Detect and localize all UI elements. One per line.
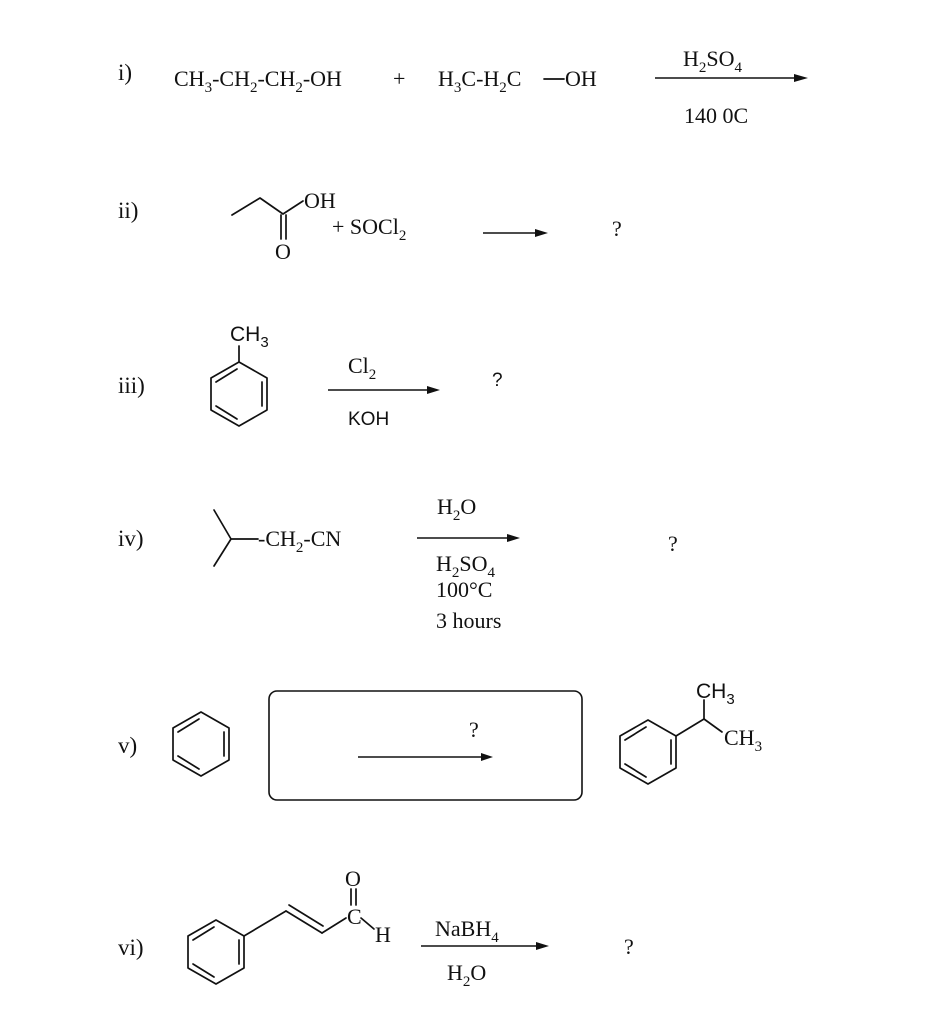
reaction-label: i) (118, 60, 132, 85)
reaction-label: iii) (118, 373, 145, 398)
alkene-double-bond-a (285, 910, 323, 934)
arrow-head (536, 942, 549, 950)
plus-sign: + (393, 66, 405, 91)
ring-to-alkene-bond (243, 910, 287, 937)
reaction-label: vi) (118, 935, 144, 960)
reaction-label: iv) (118, 526, 144, 551)
reagent-koh: KOH (348, 409, 389, 430)
carbonyl-carbon-label: C (347, 904, 362, 929)
reagent-sodium-borohydride: NaBH4 (435, 916, 499, 946)
unknown-product: ? (624, 934, 634, 959)
unknown-product: ? (612, 216, 622, 241)
reaction-vi: vi) C O H NaBH4 H2O ? (118, 866, 634, 990)
reagent-water: H2O (437, 494, 476, 524)
c-h-bond (360, 917, 375, 930)
reagent-chlorine: Cl2 (348, 353, 376, 383)
arrow-head (481, 753, 493, 761)
carbonyl-oxygen-label: O (345, 866, 361, 891)
methyl-top-label: CH3 (696, 680, 735, 708)
benzene-ring (187, 919, 245, 985)
reaction-label: ii) (118, 198, 138, 223)
thionyl-chloride-formula: + SOCl2 (332, 214, 406, 244)
ethanol-formula: H3C-H2C (438, 66, 521, 96)
alkene-double-bond-b (288, 904, 324, 927)
reagent-temperature: 140 0C (684, 103, 748, 128)
benzene-ring (619, 719, 677, 785)
reaction-ii: ii) OH O + SOCl2 ? (118, 188, 622, 264)
reagent-sulfuric-acid: H2SO4 (683, 46, 743, 76)
arrow-head (507, 534, 520, 542)
reaction-label: v) (118, 733, 137, 758)
methyl-label: CH3 (230, 323, 269, 351)
methyl-right-label: CH3 (724, 725, 762, 755)
ring-to-ch-bond (675, 718, 705, 737)
benzene-ring (172, 711, 230, 777)
cyanomethyl-formula: -CH2-CN (258, 526, 341, 556)
alkene-to-carbonyl-bond (321, 917, 347, 934)
hydroxyl-label: OH (565, 66, 597, 91)
carbonyl-oxygen-label: O (275, 239, 291, 264)
aldehyde-hydrogen-label: H (375, 922, 391, 947)
propanol-formula: CH3-CH2-CH2-OH (174, 66, 342, 96)
reaction-v: v) ? CH3 CH3 (118, 680, 762, 801)
cumene-product: CH3 CH3 (619, 680, 762, 785)
reagent-water: H2O (447, 960, 486, 990)
reaction-i: i) CH3-CH2-CH2-OH + H3C-H2C OH H2SO4 140… (118, 46, 808, 128)
reagent-temperature: 100°C (436, 577, 492, 602)
unknown-product: ? (492, 370, 503, 391)
reaction-iv: iv) -CH2-CN H2O H2SO4 100°C 3 hours ? (118, 494, 678, 633)
arrow-head (427, 386, 440, 394)
benzene-ring (210, 361, 268, 427)
unknown-reagent-box (268, 690, 583, 801)
arrow-head (535, 229, 548, 237)
unknown-product: ? (668, 531, 678, 556)
isopropyl-branch (213, 509, 232, 567)
propanoic-acid-skeleton (231, 197, 304, 216)
reagent-sulfuric-acid: H2SO4 (436, 551, 496, 581)
ch-to-methyl-right (703, 718, 723, 733)
unknown-reagent: ? (469, 717, 479, 742)
hydroxyl-label: OH (304, 188, 336, 213)
reagent-time: 3 hours (436, 608, 501, 633)
reaction-iii: iii) CH3 Cl2 KOH ? (118, 323, 503, 430)
arrow-head (794, 74, 808, 82)
